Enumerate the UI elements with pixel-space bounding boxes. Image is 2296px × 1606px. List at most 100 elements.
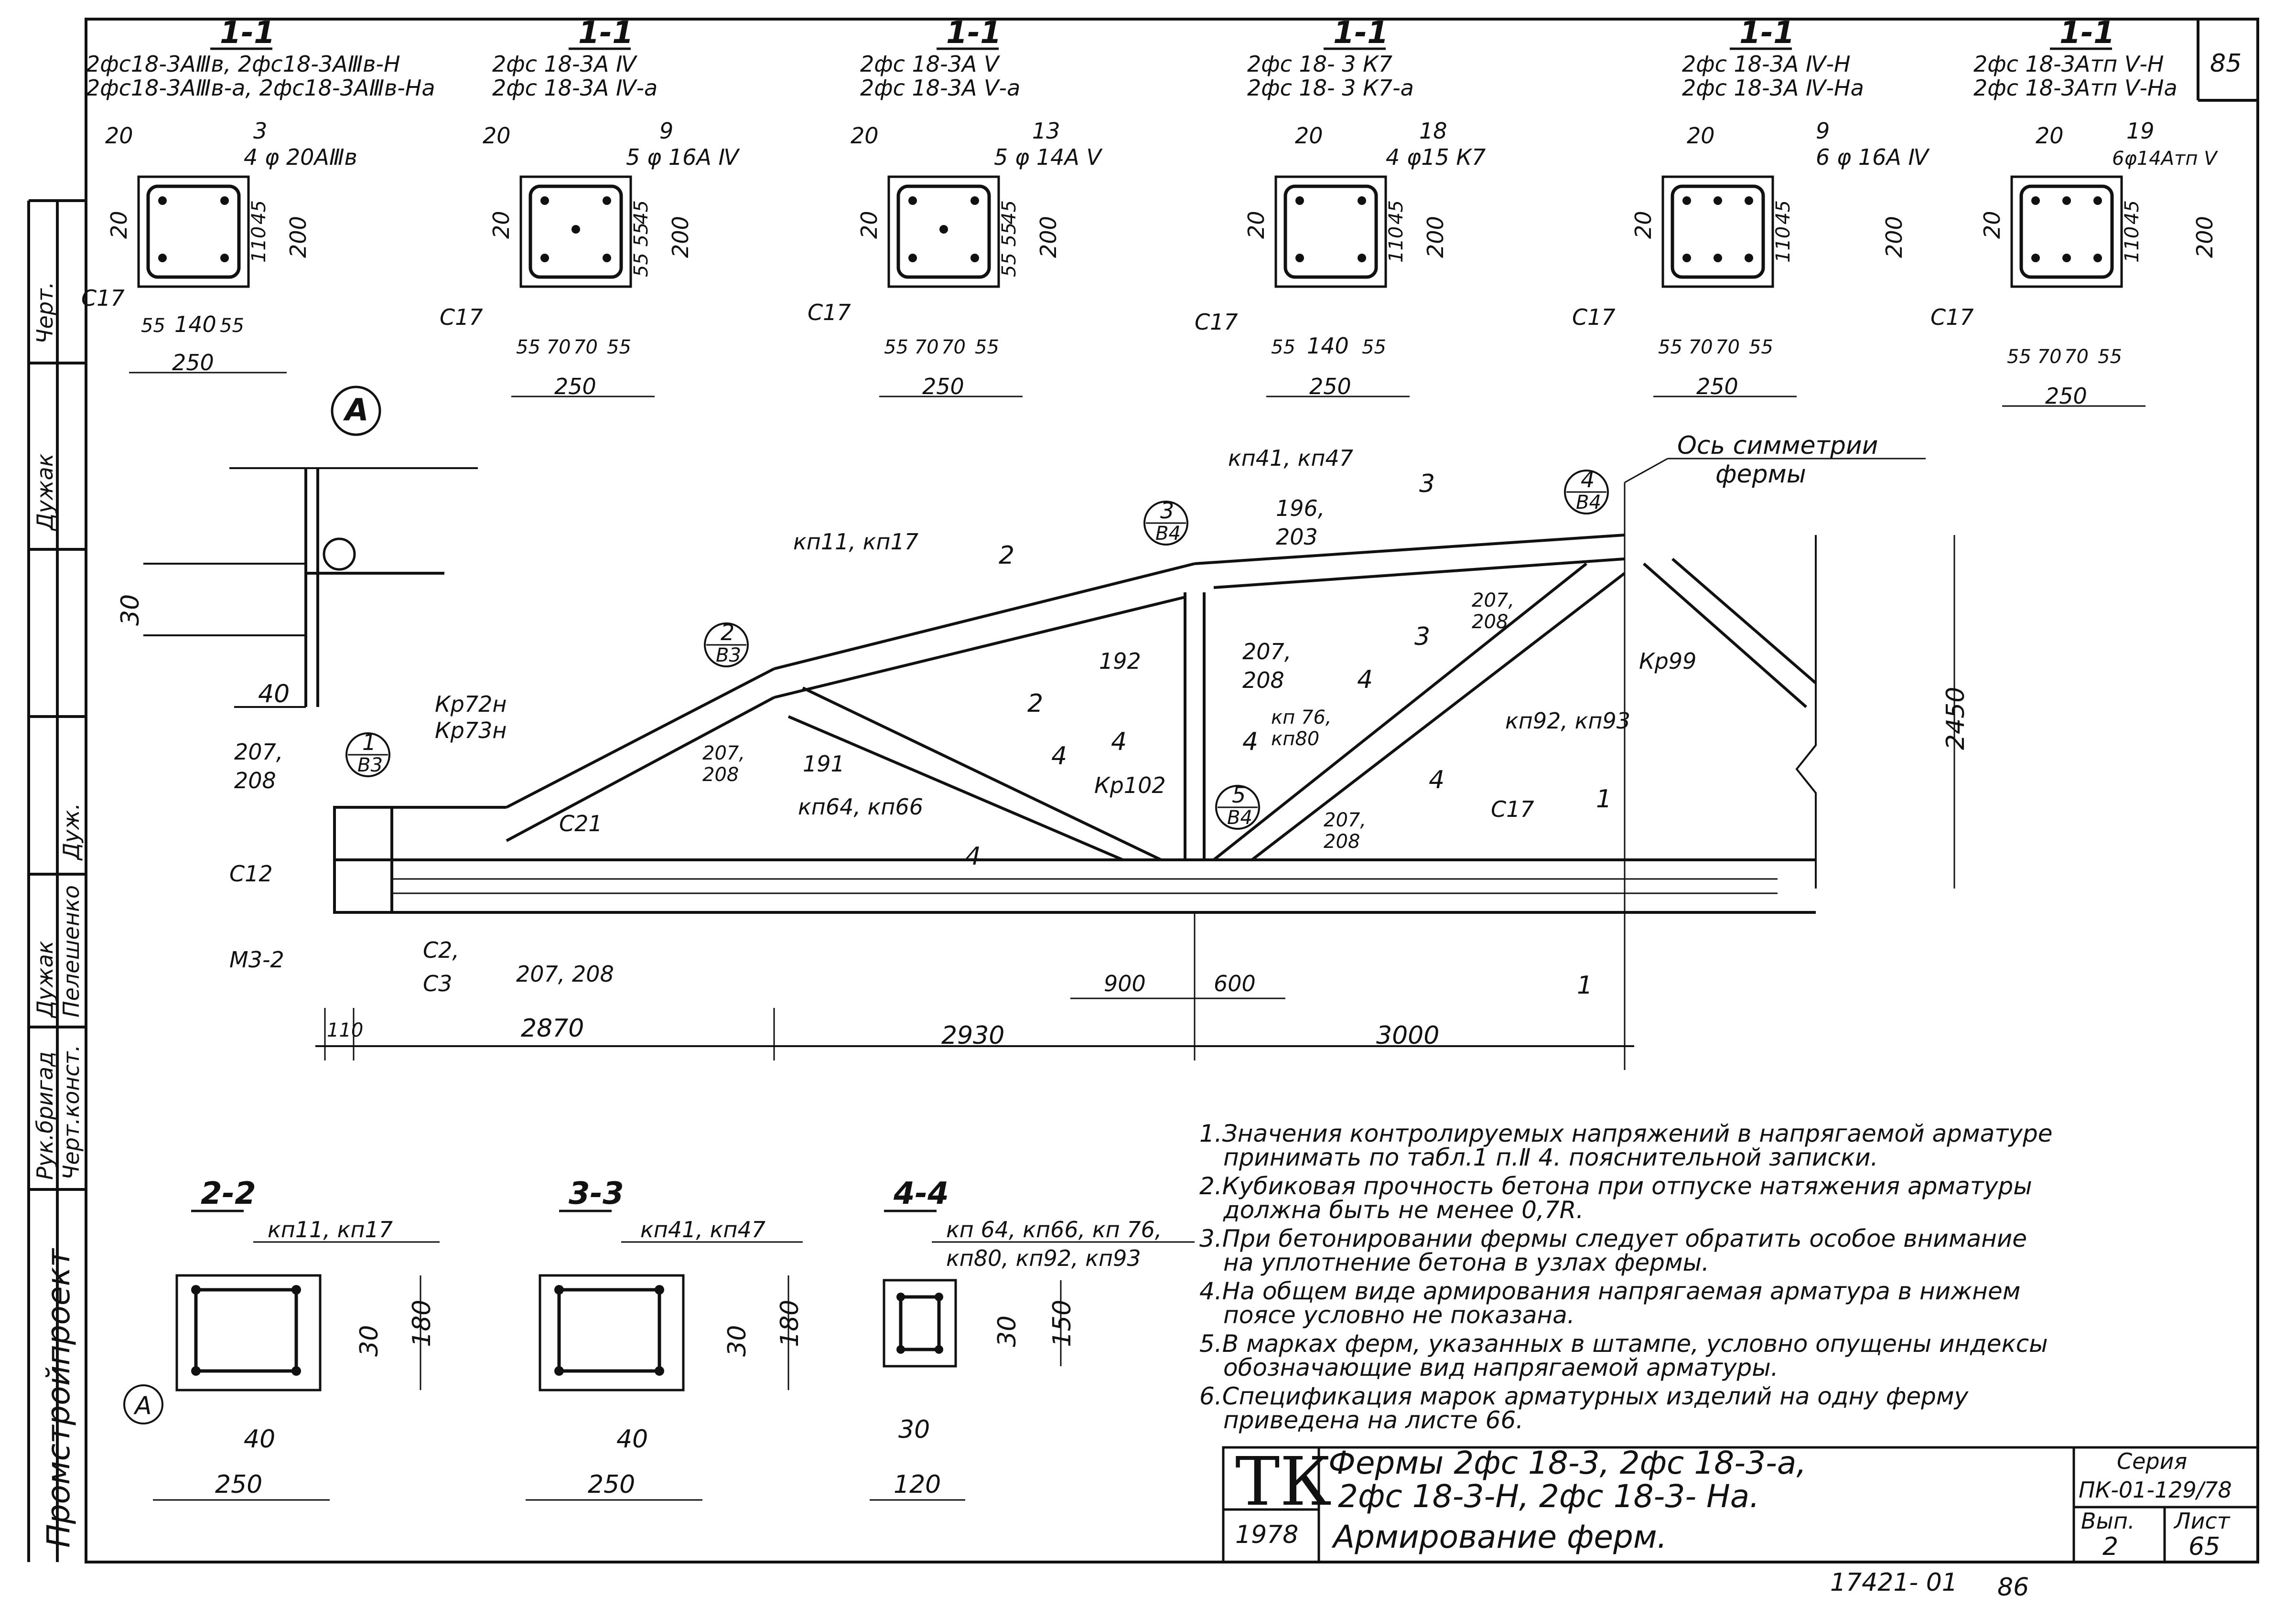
note-line-7: 4.На общем виде армирования напрягаемая … xyxy=(1199,1277,2020,1305)
dim-b2: 140 xyxy=(1307,333,1349,359)
label-192: 192 xyxy=(1099,648,1141,674)
notes: 1.Значения контролируемых напряжений в н… xyxy=(1199,1120,2052,1434)
dim-2870: 2870 xyxy=(521,1014,584,1043)
signature-1: Дужак xyxy=(32,453,58,531)
note-line-11: 6.Спецификация марок арматурных изделий … xyxy=(1199,1382,1969,1410)
section-marks-2: кп80, кп92, кп93 xyxy=(946,1245,1141,1271)
rebar-label: 6φ14Атп Ⅴ xyxy=(2112,148,2218,170)
cut-1-bot: 1 xyxy=(1577,971,1593,1000)
title-block: ТК 1978 Фермы 2фс 18-3, 2фс 18-3-а, 2фс … xyxy=(1222,1443,2259,1602)
label-kp11: кп11, кп17 xyxy=(793,529,918,555)
stirrup-label: С17 xyxy=(1930,304,1974,330)
section-mark-1: 2фс 18-3Атп Ⅴ-Н xyxy=(1973,51,2164,77)
label-207-208: 207, 208 xyxy=(516,961,614,987)
dim-45a: 45 xyxy=(248,200,270,225)
stirrup-label: С17 xyxy=(1572,304,1616,330)
label-c17: С17 xyxy=(1491,796,1534,822)
sheet-number: 85 xyxy=(2210,49,2242,78)
dim-20b: 20 xyxy=(1243,211,1269,239)
cut-3-bot: 3 xyxy=(1414,622,1430,651)
note-line-4: должна быть не менее 0,7R. xyxy=(1223,1196,1584,1224)
section-mark-2: 2фс 18-3А Ⅴ-а xyxy=(860,75,1020,101)
dim-30: 30 xyxy=(993,1316,1022,1347)
section-title: 1-1 xyxy=(578,15,634,51)
note-line-1: 1.Значения контролируемых напряжений в н… xyxy=(1199,1120,2052,1147)
label-207-c: 207, xyxy=(1242,639,1291,664)
dim-110: 110 xyxy=(1772,226,1794,263)
vyp-value: 2 xyxy=(2102,1532,2118,1561)
dim-45a: 45 xyxy=(2121,200,2143,225)
label-c3: С3 xyxy=(423,971,452,996)
callout-a: А xyxy=(133,1392,152,1420)
dim-110: 55 55 xyxy=(630,222,652,277)
section-mark-2: 2фс 18-3Атп Ⅴ-На xyxy=(1973,75,2177,101)
note-line-6: на уплотнение бетона в узлах фермы. xyxy=(1223,1249,1709,1276)
label-kp72-a: Кр72н xyxy=(435,691,507,717)
dim-250: 250 xyxy=(172,350,214,375)
cut-2-bot: 2 xyxy=(1027,689,1043,718)
dim-top: 13 xyxy=(1032,118,1060,144)
dim-30: 30 xyxy=(723,1325,752,1357)
section-mark-2: 2фс 18-3А Ⅳ-На xyxy=(1682,75,1864,101)
dim-200: 200 xyxy=(285,216,311,258)
dim-250: 250 xyxy=(922,374,964,399)
dim-200: 200 xyxy=(1881,216,1907,258)
label-kp76-b: кп80 xyxy=(1271,728,1319,750)
section-4-4: 4-4 кп 64, кп66, кп 76, кп80, кп92, кп93… xyxy=(870,1176,1195,1501)
label-c2: С2, xyxy=(423,937,459,963)
node-1-num: 1 xyxy=(362,729,376,755)
section-title: 1-1 xyxy=(220,15,275,51)
section-2-2: 2-2 кп11, кп17 180 30 40 250 А xyxy=(123,1176,440,1501)
label-207-a: 207, xyxy=(234,739,283,765)
left-strip: Промстройпроект Рук.бригад Черт.конст. Д… xyxy=(32,282,84,1548)
detail-a-dim-30: 30 xyxy=(116,594,145,626)
label-208-a: 208 xyxy=(234,768,276,793)
node-2-num: 2 xyxy=(721,620,734,645)
section-mark-1: 2фс 18-3А Ⅳ xyxy=(492,51,638,77)
section-title: 1-1 xyxy=(1739,15,1795,51)
label-kp41: кп41, кп47 xyxy=(1228,445,1353,471)
label-m32: М3-2 xyxy=(229,947,284,973)
dim-h: 180 xyxy=(408,1300,436,1347)
section-title: 3-3 xyxy=(569,1176,624,1211)
cut-4-d: 4 xyxy=(1429,766,1444,794)
stirrup-label: С17 xyxy=(440,304,483,330)
dim-b1: 55 70 xyxy=(1658,336,1713,358)
dim-b1: 55 70 xyxy=(2007,346,2062,368)
stirrup-label: С17 xyxy=(808,300,851,325)
label-203: 203 xyxy=(1276,524,1318,550)
label-kp99: Кр99 xyxy=(1639,648,1696,674)
dim-3000: 3000 xyxy=(1376,1021,1439,1050)
node-5-sheet: В4 xyxy=(1227,807,1252,829)
dim-top: 3 xyxy=(253,118,267,144)
dim-b3: 55 xyxy=(607,336,631,358)
section-1-1-f: 1-1 2фс 18-3Атп Ⅴ-Н 2фс 18-3Атп Ⅴ-На 19 … xyxy=(1930,15,2218,409)
signature-3: Черт. xyxy=(32,282,58,344)
dim-45a: 45 xyxy=(630,200,652,225)
dim-b1: 55 70 xyxy=(516,336,571,358)
title-line-2: 2фс 18-3-Н, 2фс 18-3- На. xyxy=(1338,1478,1759,1515)
label-kp64: кп64, кп66 xyxy=(798,794,923,820)
sheet-frame xyxy=(27,18,2259,1563)
list-value: 65 xyxy=(2188,1532,2220,1561)
dim-110: 55 55 xyxy=(998,222,1020,277)
note-line-10: обозначающие вид напрягаемой арматуры. xyxy=(1223,1354,1779,1381)
detail-a-dim-40: 40 xyxy=(258,680,290,708)
dim-110: 110 xyxy=(248,226,270,263)
dim-b1: 55 xyxy=(141,315,165,337)
role-2: Черт.конст. xyxy=(58,1045,84,1180)
truss-drawing: Ось симметрии фермы 1 В3 2 В3 3 В4 4 В4 … xyxy=(229,431,1970,1070)
detail-a-callout: А xyxy=(343,393,369,428)
section-3-3: 3-3 кп41, кп47 180 30 40 250 xyxy=(526,1176,804,1501)
node-5-num: 5 xyxy=(1232,782,1246,808)
dim-900: 900 xyxy=(1104,971,1146,996)
cut-2-top: 2 xyxy=(999,541,1014,570)
cut-4-c: 4 xyxy=(1357,665,1373,694)
note-line-3: 2.Кубиковая прочность бетона при отпуске… xyxy=(1199,1172,2032,1200)
section-title: 2-2 xyxy=(201,1176,256,1211)
section-title: 1-1 xyxy=(1333,15,1389,51)
section-mark-1: 2фс 18- 3 К7 xyxy=(1247,51,1392,77)
label-207-b: 207, xyxy=(702,742,745,764)
tk-logo: ТК xyxy=(1235,1443,1332,1521)
